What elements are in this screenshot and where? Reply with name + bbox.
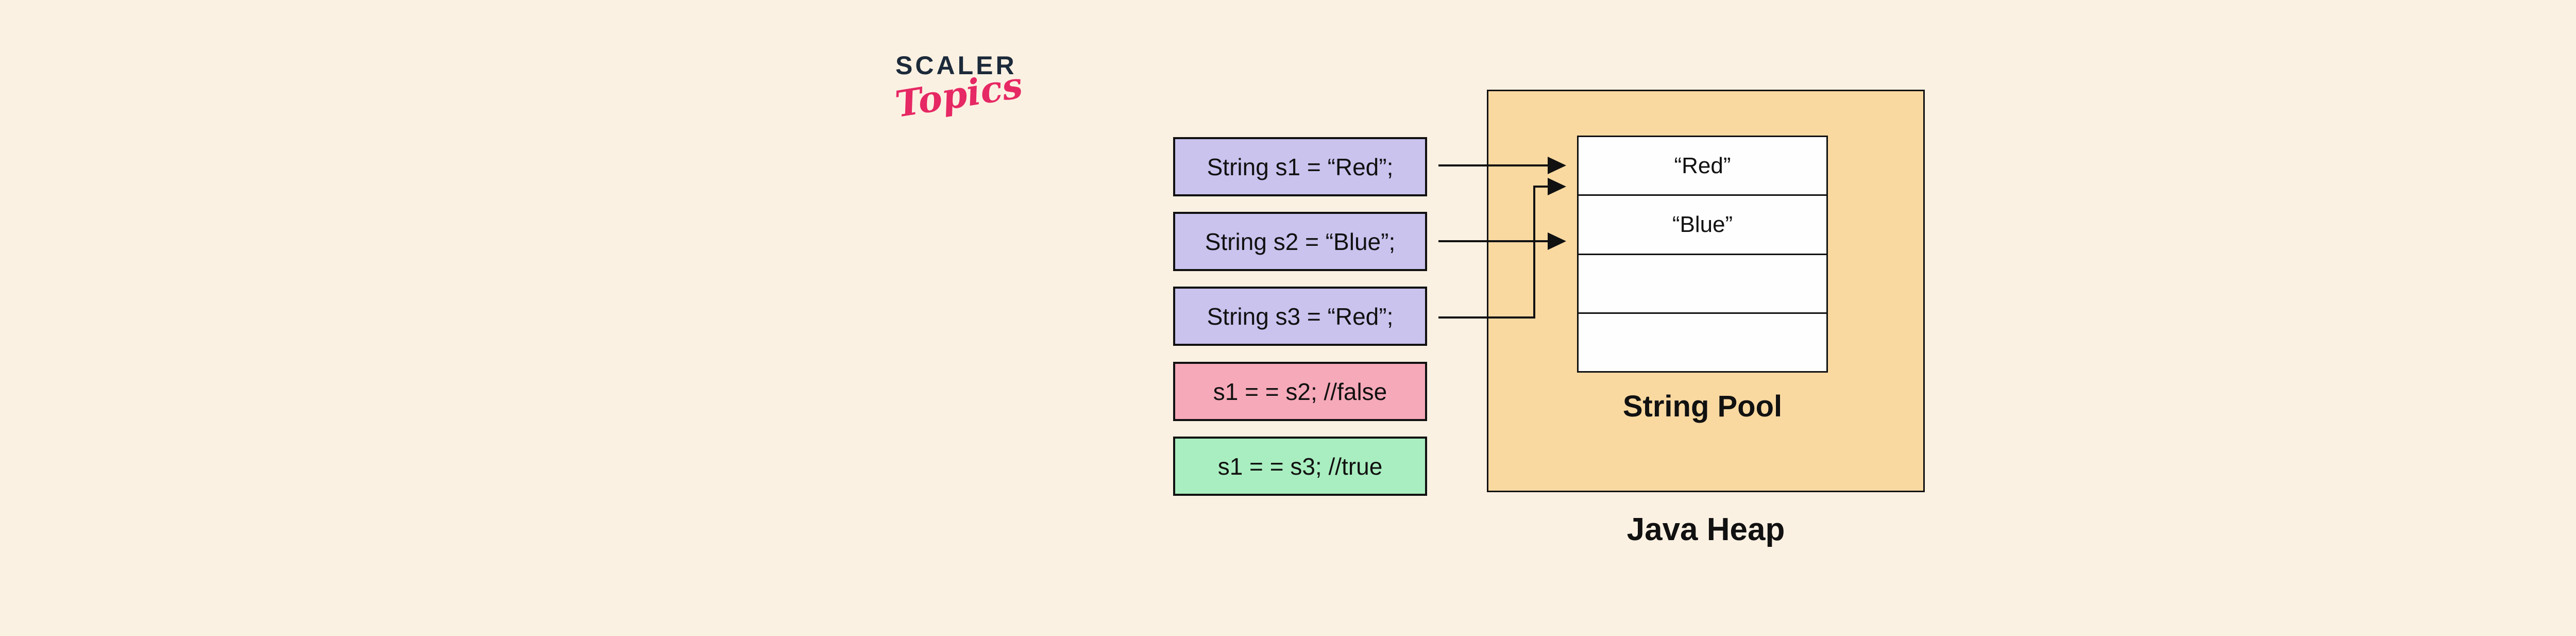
code-box-s1-label: String s1 = “Red”;: [1207, 153, 1394, 180]
pool-cell-red: “Red”: [1579, 137, 1826, 196]
pool-cell-blue: “Blue”: [1579, 196, 1826, 255]
arrow-s2-to-blue-head-icon: [1548, 232, 1566, 250]
arrow-s1-to-red-line: [1438, 164, 1548, 166]
code-box-s2-declaration: String s2 = “Blue”;: [1173, 212, 1427, 271]
pool-cell-empty-2: [1579, 313, 1826, 371]
code-box-compare-true: s1 = = s3; //true: [1173, 437, 1427, 496]
arrow-s1-to-red-head-icon: [1548, 157, 1566, 174]
code-box-s3-label: String s3 = “Red”;: [1207, 303, 1394, 330]
code-box-compare-false: s1 = = s2; //false: [1173, 362, 1427, 421]
pool-cell-red-label: “Red”: [1674, 153, 1731, 178]
code-box-s3-declaration: String s3 = “Red”;: [1173, 287, 1427, 346]
arrow-s3-to-red-line-start: [1438, 316, 1535, 319]
code-box-compare-false-label: s1 = = s2; //false: [1213, 378, 1387, 405]
arrow-s3-to-red-line-end: [1533, 186, 1548, 188]
string-pool-table: “Red” “Blue”: [1577, 136, 1828, 373]
arrow-s3-to-red-line-vertical: [1533, 186, 1535, 319]
code-box-compare-true-label: s1 = = s3; //true: [1217, 453, 1383, 480]
java-heap-box: “Red” “Blue” String Pool: [1487, 90, 1925, 492]
scaler-topics-logo: SCALER Topics: [892, 51, 1029, 126]
code-box-s1-declaration: String s1 = “Red”;: [1173, 137, 1427, 196]
string-pool-label: String Pool: [1622, 390, 1783, 423]
logo-brand-text: SCALER: [895, 51, 1017, 80]
arrow-s2-to-blue-line: [1438, 240, 1548, 242]
pool-cell-blue-label: “Blue”: [1672, 211, 1733, 237]
arrow-s3-to-red-head-icon: [1548, 178, 1566, 195]
code-box-s2-label: String s2 = “Blue”;: [1205, 228, 1396, 255]
java-heap-label: Java Heap: [1626, 512, 1785, 547]
pool-cell-empty-1: [1579, 255, 1826, 314]
